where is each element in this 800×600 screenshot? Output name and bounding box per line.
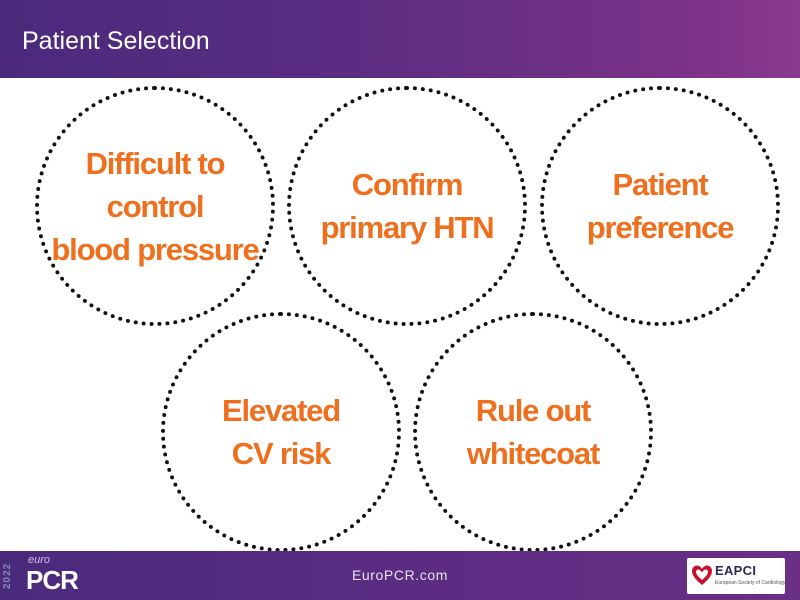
circle-label: Confirm primary HTN: [320, 167, 495, 245]
europcr-logo-small-text: euro: [28, 554, 51, 566]
circle-label: Patient preference: [586, 167, 735, 245]
circle-label: Difficult to control blood pressure: [51, 145, 259, 267]
circle-difficult-to-control-bp: Difficult to control blood pressure: [35, 86, 275, 326]
circle-label: Rule out whitecoat: [466, 393, 600, 471]
europcr-logo: PCR: [26, 565, 79, 595]
slide-title: Patient Selection: [22, 27, 210, 55]
circle-confirm-primary-htn: Confirm primary HTN: [287, 86, 527, 326]
slide-header: Patient Selection: [0, 0, 800, 78]
circle-patient-preference: Patient preference: [540, 86, 780, 326]
eapci-label: EAPCI: [715, 563, 757, 578]
heart-logo-icon: [692, 565, 712, 585]
eapci-subtitle: European Society of Cardiology: [715, 580, 786, 586]
circle-label: Elevated CV risk: [222, 393, 341, 471]
slide-footer: 2022 euro PCR EuroPCR.com EAPCI European…: [0, 551, 800, 600]
eapci-logo: EAPCI European Society of Cardiology: [687, 558, 785, 594]
circle-elevated-cv-risk: Elevated CV risk: [161, 312, 401, 552]
footer-url: EuroPCR.com: [351, 567, 449, 583]
circle-rule-out-whitecoat: Rule out whitecoat: [413, 312, 653, 552]
